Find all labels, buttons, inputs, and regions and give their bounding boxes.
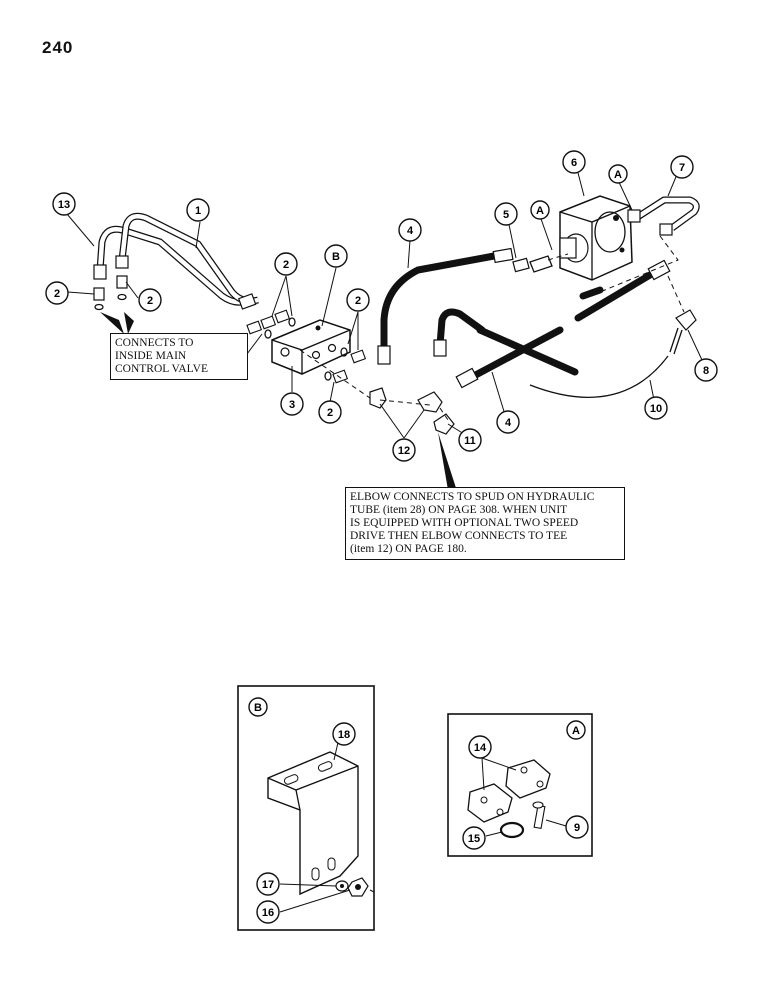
note-connects-inside-valve: CONNECTS TO INSIDE MAIN CONTROL VALVE (110, 333, 248, 380)
detail-a-label: A (572, 725, 580, 737)
detail-b-label: B (254, 702, 262, 714)
note-inside-line-2: INSIDE MAIN (115, 350, 187, 362)
callout-b: B (332, 251, 340, 263)
steel-tubes (93, 212, 259, 310)
valve-block (271, 319, 351, 375)
callout-6: 6 (571, 157, 577, 169)
callout-10: 10 (650, 403, 662, 415)
callout-2-c: 2 (283, 259, 289, 271)
detail-b-panel: B 18 17 16 (237, 685, 375, 931)
fitting-8-and-tube-10 (529, 309, 697, 398)
callout-3: 3 (289, 399, 295, 411)
note-elbow-line-5: (item 12) ON PAGE 180. (350, 543, 467, 555)
callout-2-e: 2 (355, 295, 361, 307)
callout-a-1: A (536, 205, 544, 217)
note-inside-line-1: CONNECTS TO (115, 337, 194, 349)
page-number: 240 (42, 38, 74, 57)
callout-2-f: 2 (327, 407, 333, 419)
callouts-upper: 1 13 2 2 2 2 3 B 2 2 4 5 A 6 A 7 8 (45, 150, 718, 462)
elbows (369, 387, 455, 435)
callout-5: 5 (503, 209, 509, 221)
callout-11: 11 (464, 435, 476, 447)
callout-1: 1 (195, 205, 201, 217)
hydraulic-pump (559, 195, 633, 281)
callout-8: 8 (703, 365, 709, 377)
tube-7 (627, 196, 700, 236)
callout-18: 18 (338, 729, 350, 741)
callout-13: 13 (58, 199, 70, 211)
callout-4-b: 4 (505, 417, 512, 429)
callout-a-2: A (614, 169, 622, 181)
callout-16: 16 (262, 907, 274, 919)
note-inside-line-3: CONTROL VALVE (115, 363, 208, 375)
callout-17: 17 (262, 879, 274, 891)
callout-2-a: 2 (54, 288, 60, 300)
callout-12: 12 (398, 445, 410, 457)
fittings-left (93, 275, 128, 311)
callout-7: 7 (679, 162, 685, 174)
note-elbow-line-3: IS EQUIPPED WITH OPTIONAL TWO SPEED (350, 517, 579, 529)
note-elbow-line-4: DRIVE THEN ELBOW CONNECTS TO TEE (350, 530, 568, 542)
callout-15: 15 (468, 833, 480, 845)
assembly-lines (299, 235, 685, 421)
note-elbow-connects: ELBOW CONNECTS TO SPUD ON HYDRAULIC TUBE… (345, 487, 625, 560)
callout-9: 9 (574, 822, 580, 834)
callout-14: 14 (474, 742, 487, 754)
detail-a-panel: A 14 15 9 (447, 713, 593, 857)
callout-2-b: 2 (147, 295, 153, 307)
fittings-valve (246, 309, 367, 384)
callout-4-a: 4 (407, 225, 414, 237)
hoses (377, 247, 671, 389)
note-elbow-line-2: TUBE (item 28) ON PAGE 308. WHEN UNIT (350, 504, 568, 516)
note-elbow-line-1: ELBOW CONNECTS TO SPUD ON HYDRAULIC (350, 491, 595, 503)
fitting-5 (512, 255, 553, 273)
